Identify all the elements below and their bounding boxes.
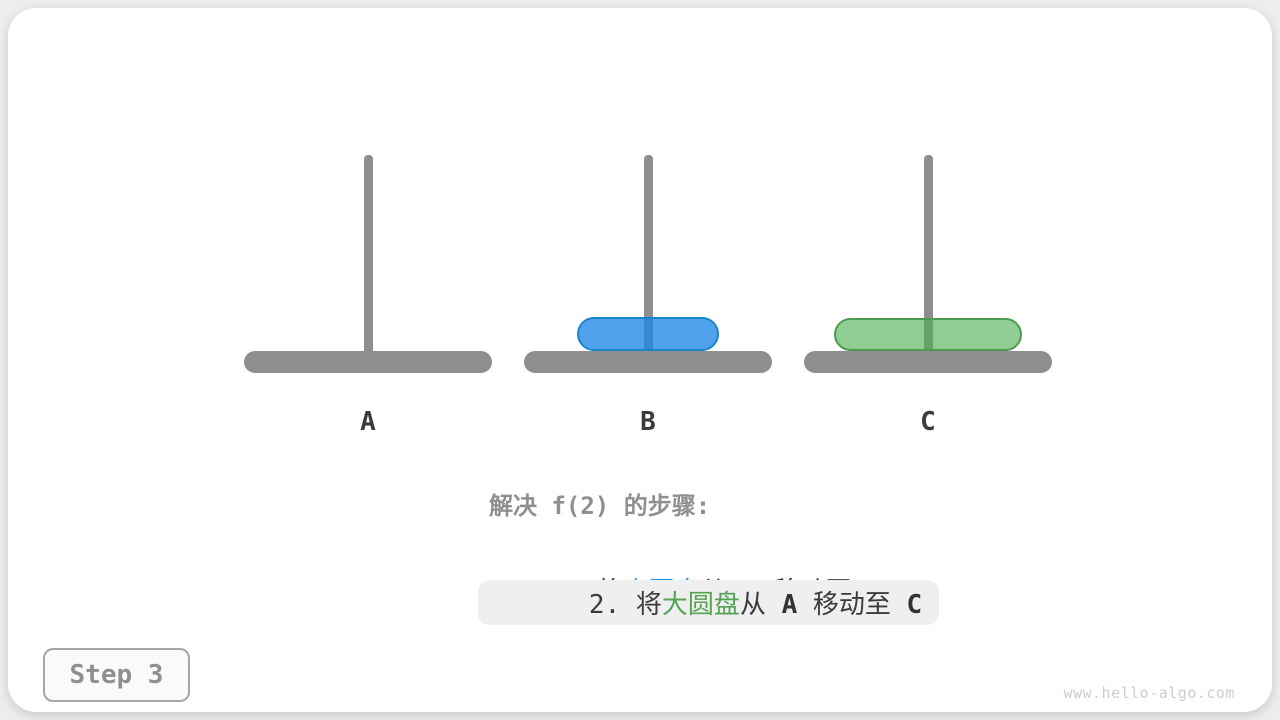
peg-label-c: C	[920, 407, 936, 437]
peg-label-b: B	[640, 407, 656, 437]
step2-mid: 从	[739, 590, 782, 620]
caption-title: 解决 f(2) 的步骤:	[489, 492, 711, 520]
step-line-2: 2. 将大圆盘从 A 移动至 C	[495, 554, 922, 651]
step2-move: 移动至	[797, 590, 907, 620]
peg-base-b	[524, 351, 772, 373]
peg-pole-b	[644, 155, 653, 352]
figure-card: A B C 解决 f(2) 的步骤: 1. 将小圆盘从 A 移动至 B 2. 将…	[8, 8, 1272, 712]
step2-to-peg: C	[906, 590, 923, 620]
step2-prefix: 2. 将	[588, 590, 662, 620]
small-disk-blue	[577, 317, 719, 351]
step2-from-peg: A	[781, 590, 798, 620]
large-disk-green	[834, 318, 1022, 351]
peg-base-a	[244, 351, 492, 373]
step2-disk-word: 大圆盘	[661, 590, 740, 620]
peg-label-a: A	[360, 407, 376, 437]
step-badge: Step 3	[43, 648, 190, 702]
step-line-2-highlight: 2. 将大圆盘从 A 移动至 C	[478, 580, 940, 625]
peg-base-c	[804, 351, 1052, 373]
peg-pole-a	[364, 155, 373, 352]
peg-pole-c	[924, 155, 933, 352]
site-watermark: www.hello-algo.com	[1063, 684, 1235, 702]
